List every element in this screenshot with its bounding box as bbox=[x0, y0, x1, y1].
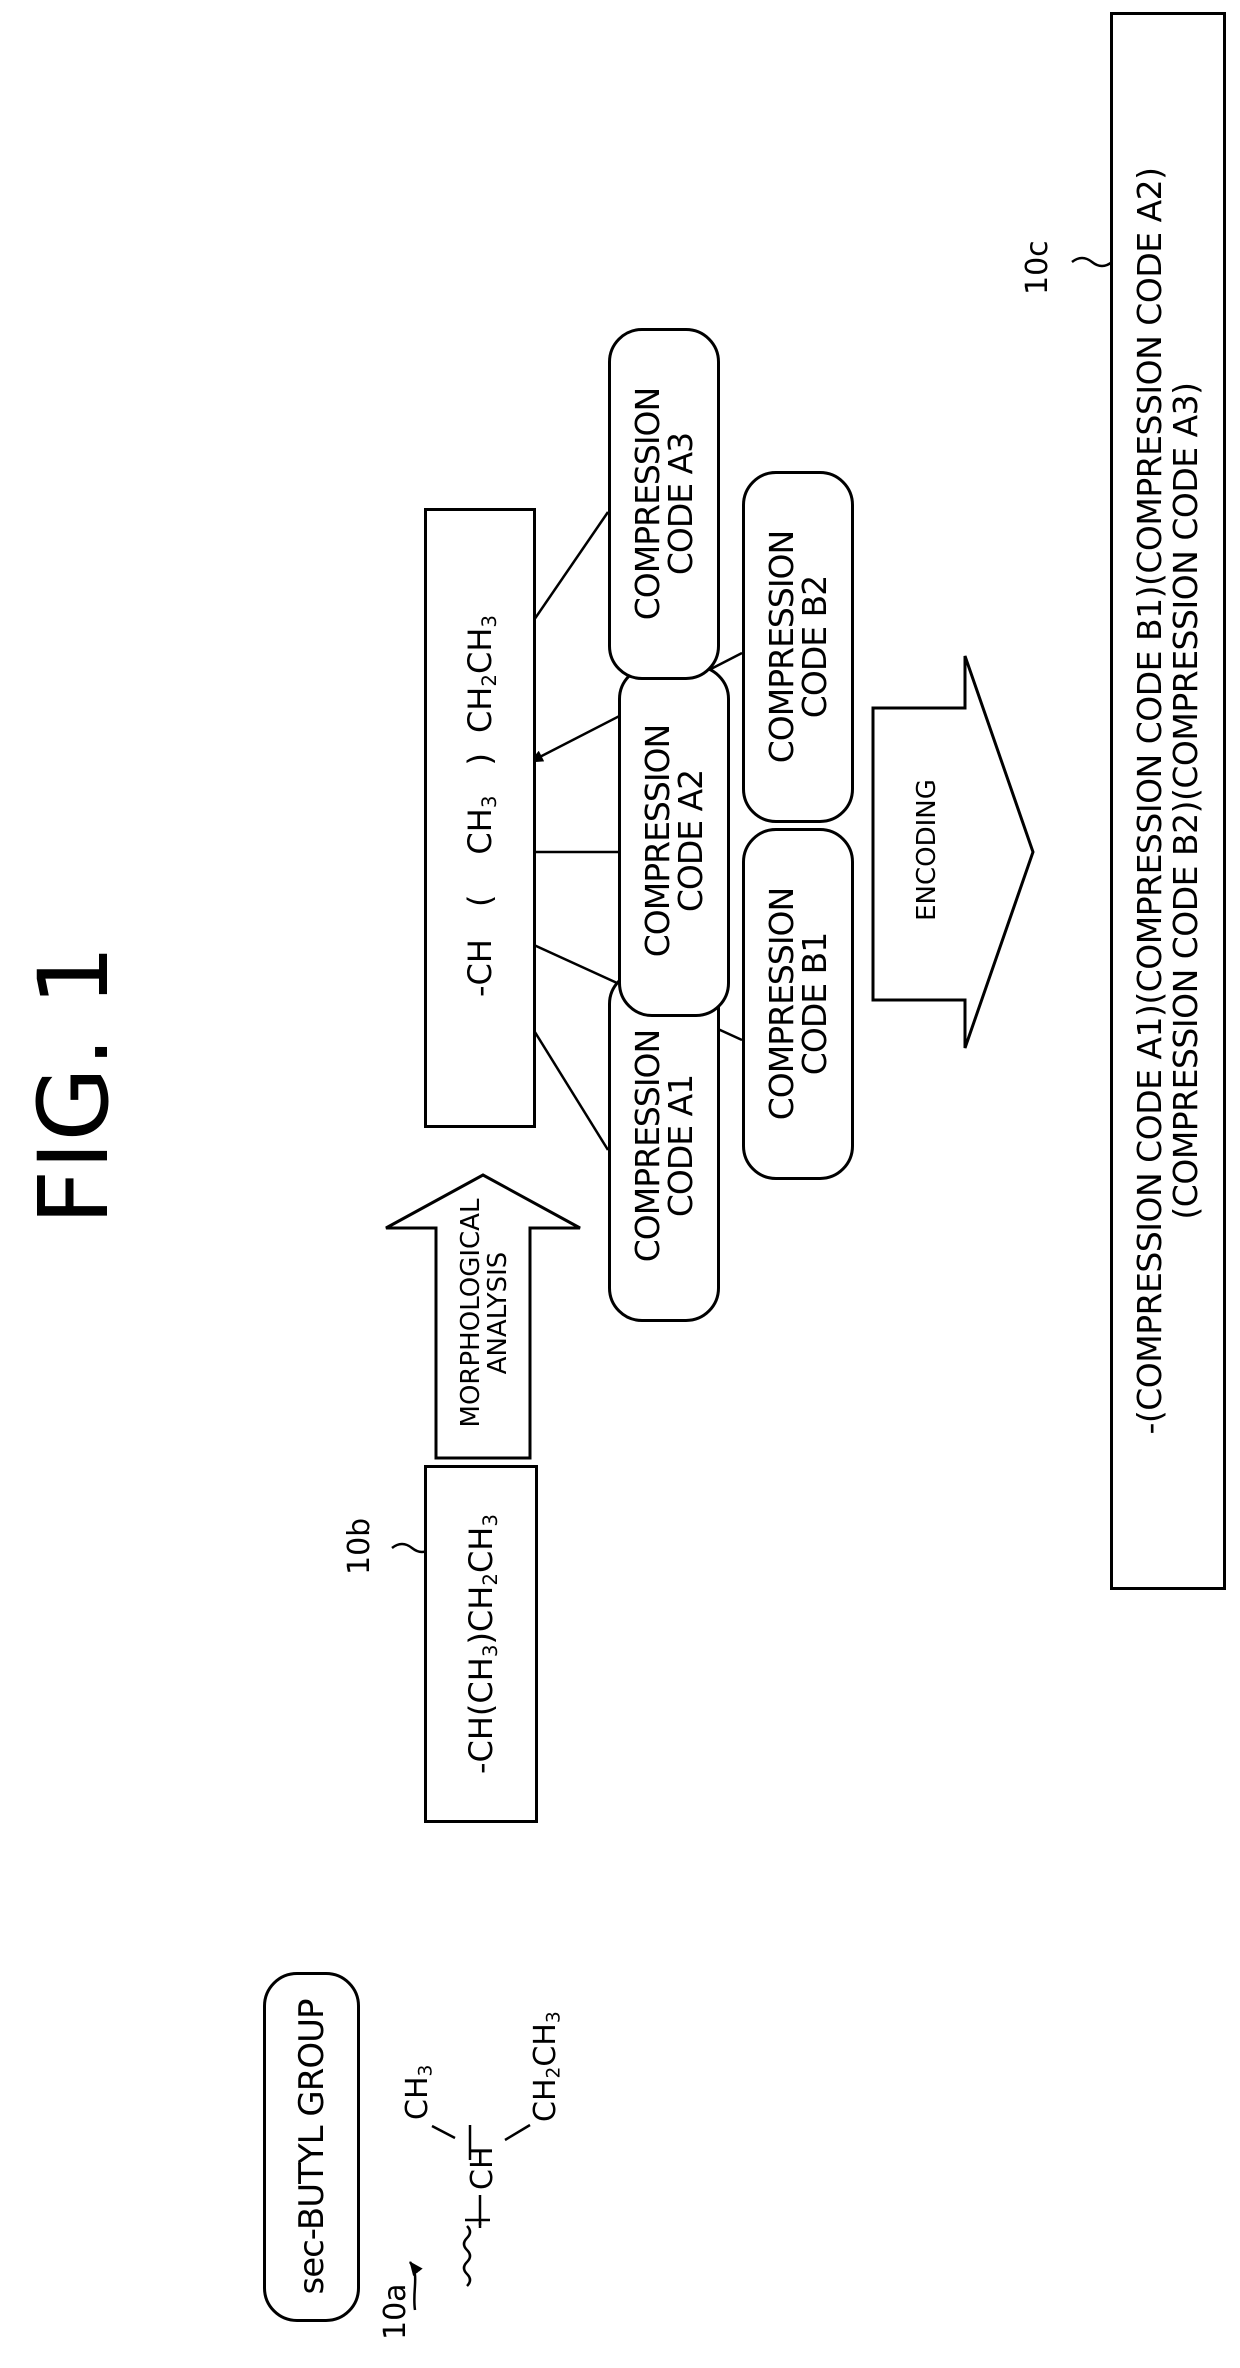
structure-right-ch2ch3: CH2CH3 bbox=[528, 2011, 565, 2122]
structure-top-sub: 3 bbox=[415, 2064, 437, 2077]
result-line1: -(COMPRESSION CODE A1)(COMPRESSION CODE … bbox=[1130, 167, 1170, 1435]
compression-code-b1-pill: COMPRESSION CODE B1 bbox=[742, 828, 854, 1180]
morphological-line1: MORPHOLOGICAL bbox=[455, 1198, 486, 1428]
code-a1-line2: CODE A1 bbox=[661, 1074, 700, 1218]
compression-code-a1-pill: COMPRESSION CODE A1 bbox=[608, 970, 720, 1322]
code-b2-line2: CODE B2 bbox=[795, 575, 834, 719]
morphological-analysis-arrow-shape bbox=[385, 1173, 581, 1460]
token-ch2ch3: CH2CH3 bbox=[461, 614, 501, 734]
sec-butyl-group-label: sec-BUTYL GROUP bbox=[291, 1999, 332, 2295]
structure-top-ch: CH bbox=[400, 2076, 435, 2120]
compression-code-a2-pill: COMPRESSION CODE A2 bbox=[618, 665, 730, 1017]
structure-right-sub1: 2 bbox=[543, 2066, 565, 2079]
token-open-paren: ( bbox=[461, 894, 499, 908]
ref-label-10a: 10a bbox=[378, 2283, 413, 2340]
token-box: -CH ( CH3 ) CH2CH3 bbox=[424, 508, 536, 1128]
code-a3-line1: COMPRESSION bbox=[628, 387, 667, 621]
structure-top-ch3: CH3 bbox=[400, 2064, 437, 2120]
compression-code-a3-pill: COMPRESSION CODE A3 bbox=[608, 328, 720, 680]
formula-box-10b: -CH(CH3)CH2CH3 bbox=[424, 1465, 538, 1823]
code-a2-line1: COMPRESSION bbox=[638, 724, 677, 958]
ref-label-10b: 10b bbox=[342, 1517, 377, 1575]
ref-label-10c: 10c bbox=[1020, 240, 1055, 295]
encoding-label: ENCODING bbox=[912, 779, 942, 921]
encoding-arrow-shape bbox=[871, 655, 1035, 1049]
structure-right-ch: CH bbox=[528, 2078, 563, 2122]
code-a3-line2: CODE A3 bbox=[661, 432, 700, 576]
result-box-10c: -(COMPRESSION CODE A1)(COMPRESSION CODE … bbox=[1110, 12, 1226, 1590]
morphological-line2: ANALYSIS bbox=[483, 1251, 513, 1375]
ref-10a-leader bbox=[408, 2261, 423, 2311]
figure-title: FIG. 1 bbox=[18, 944, 130, 1225]
code-b2-line1: COMPRESSION bbox=[762, 530, 801, 764]
morphological-analysis-label: MORPHOLOGICAL ANALYSIS bbox=[440, 1178, 530, 1448]
result-line2: (COMPRESSION CODE B2)(COMPRESSION CODE A… bbox=[1166, 382, 1205, 1220]
formula-text: -CH(CH3)CH2CH3 bbox=[462, 1514, 502, 1775]
ref-10c-leader bbox=[1071, 256, 1113, 268]
code-a1-line1: COMPRESSION bbox=[628, 1029, 667, 1263]
sec-butyl-structure-bonds bbox=[431, 2123, 531, 2287]
code-b1-line2: CODE B1 bbox=[795, 932, 834, 1076]
structure-center-label: CH bbox=[465, 2146, 500, 2190]
structure-center-ch: CH bbox=[465, 2146, 500, 2190]
compression-code-b2-pill: COMPRESSION CODE B2 bbox=[742, 471, 854, 823]
code-b1-line1: COMPRESSION bbox=[762, 887, 801, 1121]
structure-right-sub2: 3 bbox=[543, 2011, 565, 2024]
token-ch3: CH3 bbox=[461, 795, 501, 855]
structure-right-mid: CH bbox=[528, 2023, 563, 2067]
token-ch: -CH bbox=[461, 939, 499, 997]
token-close-paren: ) bbox=[461, 753, 499, 766]
code-a2-line2: CODE A2 bbox=[671, 769, 710, 913]
sec-butyl-group-pill: sec-BUTYL GROUP bbox=[263, 1972, 360, 2322]
